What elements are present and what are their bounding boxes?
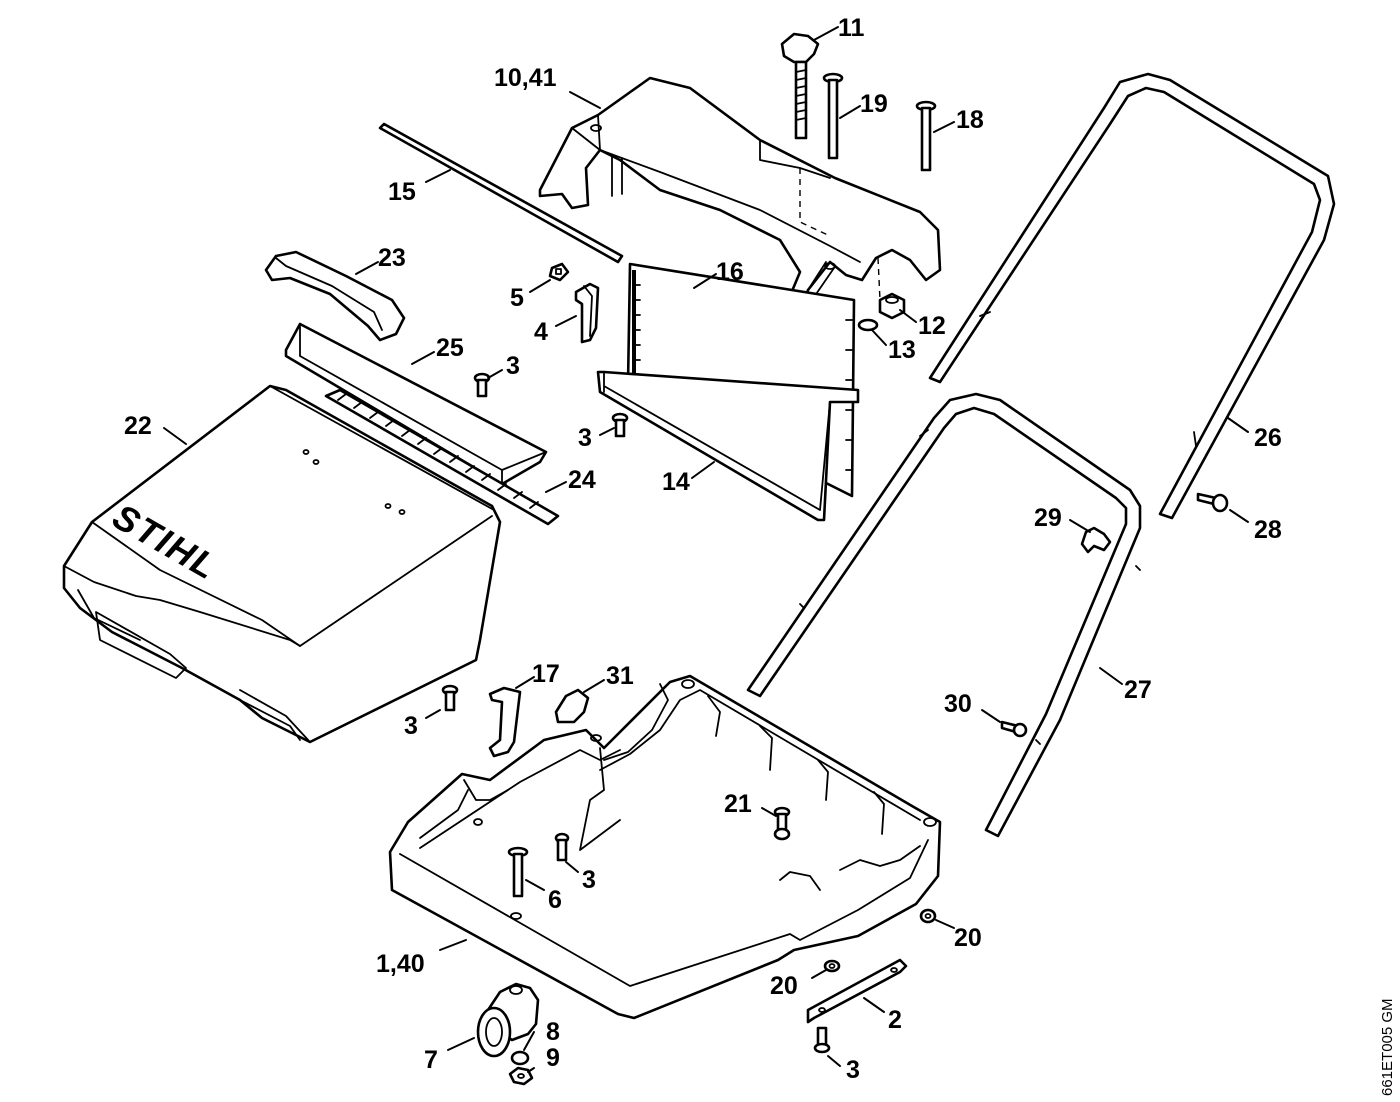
knob-screw-11 [780,32,820,140]
part-number-labels: 11 10,41 19 18 15 23 16 5 4 12 13 25 3 2… [124,14,1282,1084]
label-3-b: 3 [578,424,592,452]
housing-cover [538,76,942,332]
label-3-e: 3 [846,1056,860,1084]
label-30: 30 [944,690,972,718]
label-19: 19 [860,90,888,118]
screw-3-d [554,832,570,862]
screw-30 [1000,720,1028,738]
label-25: 25 [436,334,464,362]
label-21: 21 [724,790,752,818]
leader-lines [163,26,1249,1073]
bolt-18 [915,100,937,172]
label-12: 12 [918,312,946,340]
clip-31 [554,688,590,724]
washer-8 [510,1050,530,1066]
chassis-1-40 [388,674,942,1020]
strip-14 [596,370,860,522]
label-15: 15 [388,178,416,206]
washer-20-b [823,959,841,973]
brush-strip-24 [324,388,560,526]
label-13: 13 [888,336,916,364]
rod-15 [378,122,624,264]
wing-nut-29 [1080,526,1112,554]
label-28: 28 [1254,516,1282,544]
bracket-2 [806,958,908,1024]
label-6: 6 [548,886,562,914]
label-20-b: 20 [770,972,798,1000]
bolt-6 [507,846,529,898]
pin-13 [857,318,879,332]
lower-handle-27 [746,392,1142,838]
label-17: 17 [532,660,560,688]
label-29: 29 [1034,504,1062,532]
screw-3-c [441,684,459,712]
label-5: 5 [510,284,524,312]
screw-21 [773,806,791,841]
label-11: 11 [838,14,865,42]
label-2: 2 [888,1006,902,1034]
label-4: 4 [534,318,548,346]
label-24: 24 [568,466,596,494]
label-9: 9 [546,1044,560,1072]
screw-3-b [611,412,629,438]
clip-4 [574,282,600,344]
label-20-a: 20 [954,924,982,952]
deflector-25 [284,322,548,486]
label-3-a: 3 [506,352,520,380]
label-3-c: 3 [404,712,418,740]
label-18: 18 [956,106,984,134]
label-16: 16 [716,258,744,286]
nut-9 [508,1066,534,1086]
grass-catcher-22: STIHL [62,384,502,744]
label-27: 27 [1124,676,1152,704]
upper-handle-26 [928,72,1336,520]
label-1-40: 1,40 [376,950,425,978]
screw-28 [1196,492,1229,513]
label-3-d: 3 [582,866,596,894]
nut-12 [878,292,906,320]
drawing-reference: 661ET005 GM [1379,998,1396,1096]
washer-20-a [919,908,937,924]
clip-17 [488,686,522,758]
caster-wheel-7 [476,982,540,1058]
bolt-19 [822,72,844,160]
label-22: 22 [124,412,152,440]
screw-3-e [813,1026,831,1054]
label-26: 26 [1254,424,1282,452]
label-31: 31 [606,662,634,690]
label-7: 7 [424,1046,438,1074]
label-10-41: 10,41 [494,64,557,92]
label-8: 8 [546,1018,560,1046]
label-23: 23 [378,244,406,272]
carry-handle-23 [264,250,406,342]
screw-3-a [473,372,491,398]
label-14: 14 [662,468,690,496]
nut-5 [548,262,570,282]
